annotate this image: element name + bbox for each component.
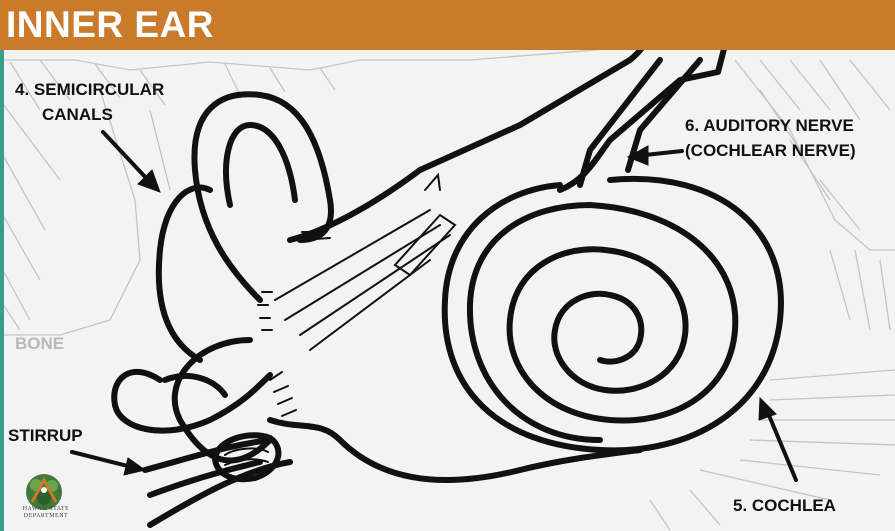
logo-caption-line2: DEPARTMENT [10, 513, 82, 520]
logo-caption-line1: HAWAII STATE [10, 506, 82, 513]
label-stirrup: STIRRUP [8, 424, 83, 448]
left-accent-bar [0, 50, 4, 531]
ear-outline [114, 20, 781, 525]
label-bone: BONE [15, 334, 64, 354]
page-title: INNER EAR [6, 4, 214, 46]
label-auditory-nerve-line2: (COCHLEAR NERVE) [685, 139, 856, 163]
label-cochlea: 5. COCHLEA [733, 494, 836, 518]
logo-caption: HAWAII STATE DEPARTMENT [10, 506, 82, 520]
label-auditory-nerve-line1: 6. AUDITORY NERVE [685, 114, 854, 138]
department-logo [14, 472, 80, 530]
label-semicircular-canals-line1: 4. SEMICIRCULAR [15, 78, 164, 102]
label-semicircular-canals-line2: CANALS [42, 103, 113, 127]
